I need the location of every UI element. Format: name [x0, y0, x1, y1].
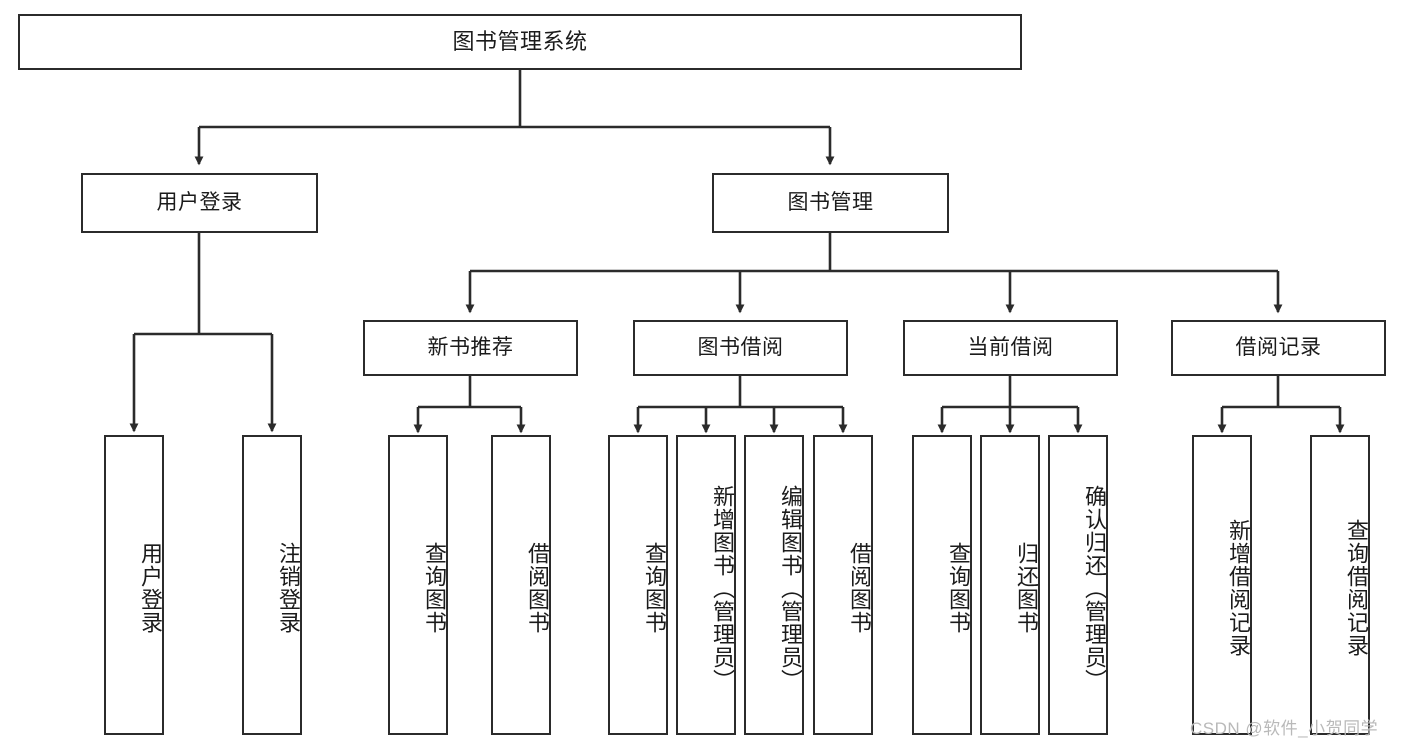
leaf-book-borrow-add[interactable]: 新增图书（管理员） — [676, 435, 736, 735]
node-book-management[interactable]: 图书管理 — [712, 173, 949, 233]
leaf-book-borrow-edit[interactable]: 编辑图书（管理员） — [744, 435, 804, 735]
node-user-login[interactable]: 用户登录 — [81, 173, 318, 233]
leaf-label: 用户登录 — [138, 542, 163, 634]
leaf-user-login-logout[interactable]: 注销登录 — [242, 435, 302, 735]
leaf-label: 查询图书 — [422, 542, 447, 634]
node-current-borrow[interactable]: 当前借阅 — [903, 320, 1118, 376]
leaf-label: 查询图书 — [946, 542, 971, 634]
node-book-borrow[interactable]: 图书借阅 — [633, 320, 848, 376]
leaf-book-borrow-query[interactable]: 查询图书 — [608, 435, 668, 735]
leaf-label: 归还图书 — [1014, 542, 1039, 634]
leaf-label: 借阅图书 — [525, 542, 550, 634]
leaf-label: 借阅图书 — [847, 542, 872, 634]
leaf-book-borrow-borrow[interactable]: 借阅图书 — [813, 435, 873, 735]
leaf-current-borrow-query[interactable]: 查询图书 — [912, 435, 972, 735]
node-root-system[interactable]: 图书管理系统 — [18, 14, 1022, 70]
leaf-borrow-records-add[interactable]: 新增借阅记录 — [1192, 435, 1252, 735]
leaf-new-books-query[interactable]: 查询图书 — [388, 435, 448, 735]
csdn-watermark: CSDN @软件_小贺同学 — [1190, 719, 1379, 738]
leaf-current-borrow-confirm[interactable]: 确认归还（管理员） — [1048, 435, 1108, 735]
leaf-label: 查询借阅记录 — [1344, 519, 1369, 657]
node-borrow-records[interactable]: 借阅记录 — [1171, 320, 1386, 376]
leaf-label: 新增借阅记录 — [1226, 519, 1251, 657]
leaf-label: 注销登录 — [276, 542, 301, 634]
leaf-label: 确认归还（管理员） — [1082, 484, 1107, 692]
leaf-label: 编辑图书（管理员） — [778, 484, 803, 692]
node-new-book-recommend[interactable]: 新书推荐 — [363, 320, 578, 376]
leaf-new-books-borrow[interactable]: 借阅图书 — [491, 435, 551, 735]
leaf-borrow-records-query[interactable]: 查询借阅记录 — [1310, 435, 1370, 735]
leaf-current-borrow-return[interactable]: 归还图书 — [980, 435, 1040, 735]
leaf-label: 新增图书（管理员） — [710, 484, 735, 692]
leaf-label: 查询图书 — [642, 542, 667, 634]
leaf-user-login-login[interactable]: 用户登录 — [104, 435, 164, 735]
